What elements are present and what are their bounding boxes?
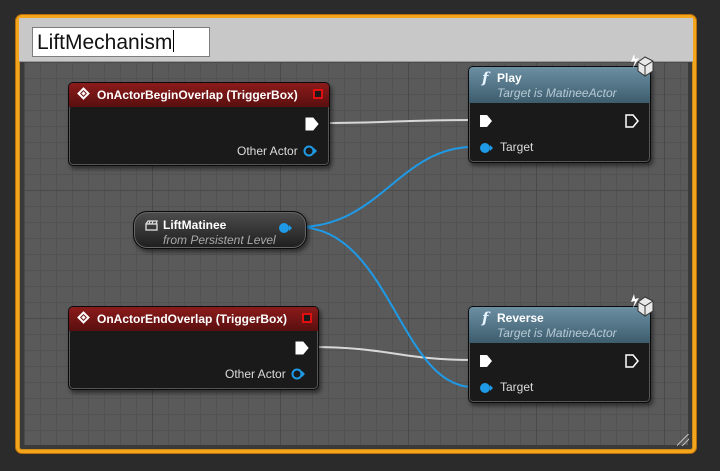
matinee-variable-node[interactable]: LiftMatinee from Persistent Level — [133, 211, 307, 249]
pin-label-target: Target — [500, 140, 534, 154]
function-node-title: Play — [497, 71, 522, 85]
event-node-end-overlap[interactable]: OnActorEndOverlap (TriggerBox) Other Act… — [68, 306, 319, 390]
target-in-pin[interactable] — [479, 382, 493, 394]
function-f-icon: f — [482, 309, 489, 327]
variable-node-title: LiftMatinee — [163, 218, 227, 232]
function-node-play[interactable]: f Play Target is MatineeActor Target — [468, 54, 654, 163]
comment-header[interactable]: LiftMechanism — [19, 18, 693, 62]
function-node-header[interactable]: f Play Target is MatineeActor — [469, 54, 654, 103]
exec-in-pin[interactable] — [479, 354, 493, 368]
event-node-title: OnActorEndOverlap (TriggerBox) — [97, 312, 288, 326]
event-diamond-icon — [77, 87, 90, 100]
pin-label-target: Target — [500, 380, 534, 394]
clapperboard-icon — [145, 220, 158, 231]
exec-out-pin[interactable] — [305, 117, 319, 131]
exec-in-pin[interactable] — [479, 114, 493, 128]
comment-resize-handle[interactable] — [677, 434, 689, 446]
function-node-subtitle: Target is MatineeActor — [497, 326, 617, 340]
target-in-pin[interactable] — [479, 142, 493, 154]
function-node-header[interactable]: f Reverse Target is MatineeActor — [469, 294, 654, 343]
function-node-title: Reverse — [497, 311, 544, 325]
event-node-begin-overlap[interactable]: OnActorBeginOverlap (TriggerBox) Other A… — [68, 82, 330, 166]
event-diamond-icon — [77, 311, 90, 324]
exec-out-pin[interactable] — [625, 354, 639, 368]
object-out-pin[interactable] — [303, 145, 317, 157]
stop-icon — [313, 89, 323, 99]
text-caret — [173, 30, 175, 52]
object-out-pin[interactable] — [278, 222, 292, 234]
exec-out-pin[interactable] — [295, 341, 309, 355]
actor-cube-icon — [631, 54, 654, 77]
variable-node-subtitle: from Persistent Level — [163, 233, 276, 247]
comment-title-input[interactable]: LiftMechanism — [32, 27, 210, 57]
function-f-icon: f — [482, 69, 489, 87]
function-node-reverse[interactable]: f Reverse Target is MatineeActor Target — [468, 294, 654, 403]
event-node-header[interactable]: OnActorBeginOverlap (TriggerBox) — [69, 83, 329, 107]
stop-icon — [302, 313, 312, 323]
pin-label-other-actor: Other Actor — [225, 367, 286, 381]
function-node-subtitle: Target is MatineeActor — [497, 86, 617, 100]
event-node-title: OnActorBeginOverlap (TriggerBox) — [97, 88, 298, 102]
actor-cube-icon — [631, 294, 654, 317]
object-out-pin[interactable] — [291, 368, 305, 380]
pin-label-other-actor: Other Actor — [237, 144, 298, 158]
exec-out-pin[interactable] — [625, 114, 639, 128]
event-node-header[interactable]: OnActorEndOverlap (TriggerBox) — [69, 307, 318, 331]
comment-title-text: LiftMechanism — [37, 31, 173, 54]
